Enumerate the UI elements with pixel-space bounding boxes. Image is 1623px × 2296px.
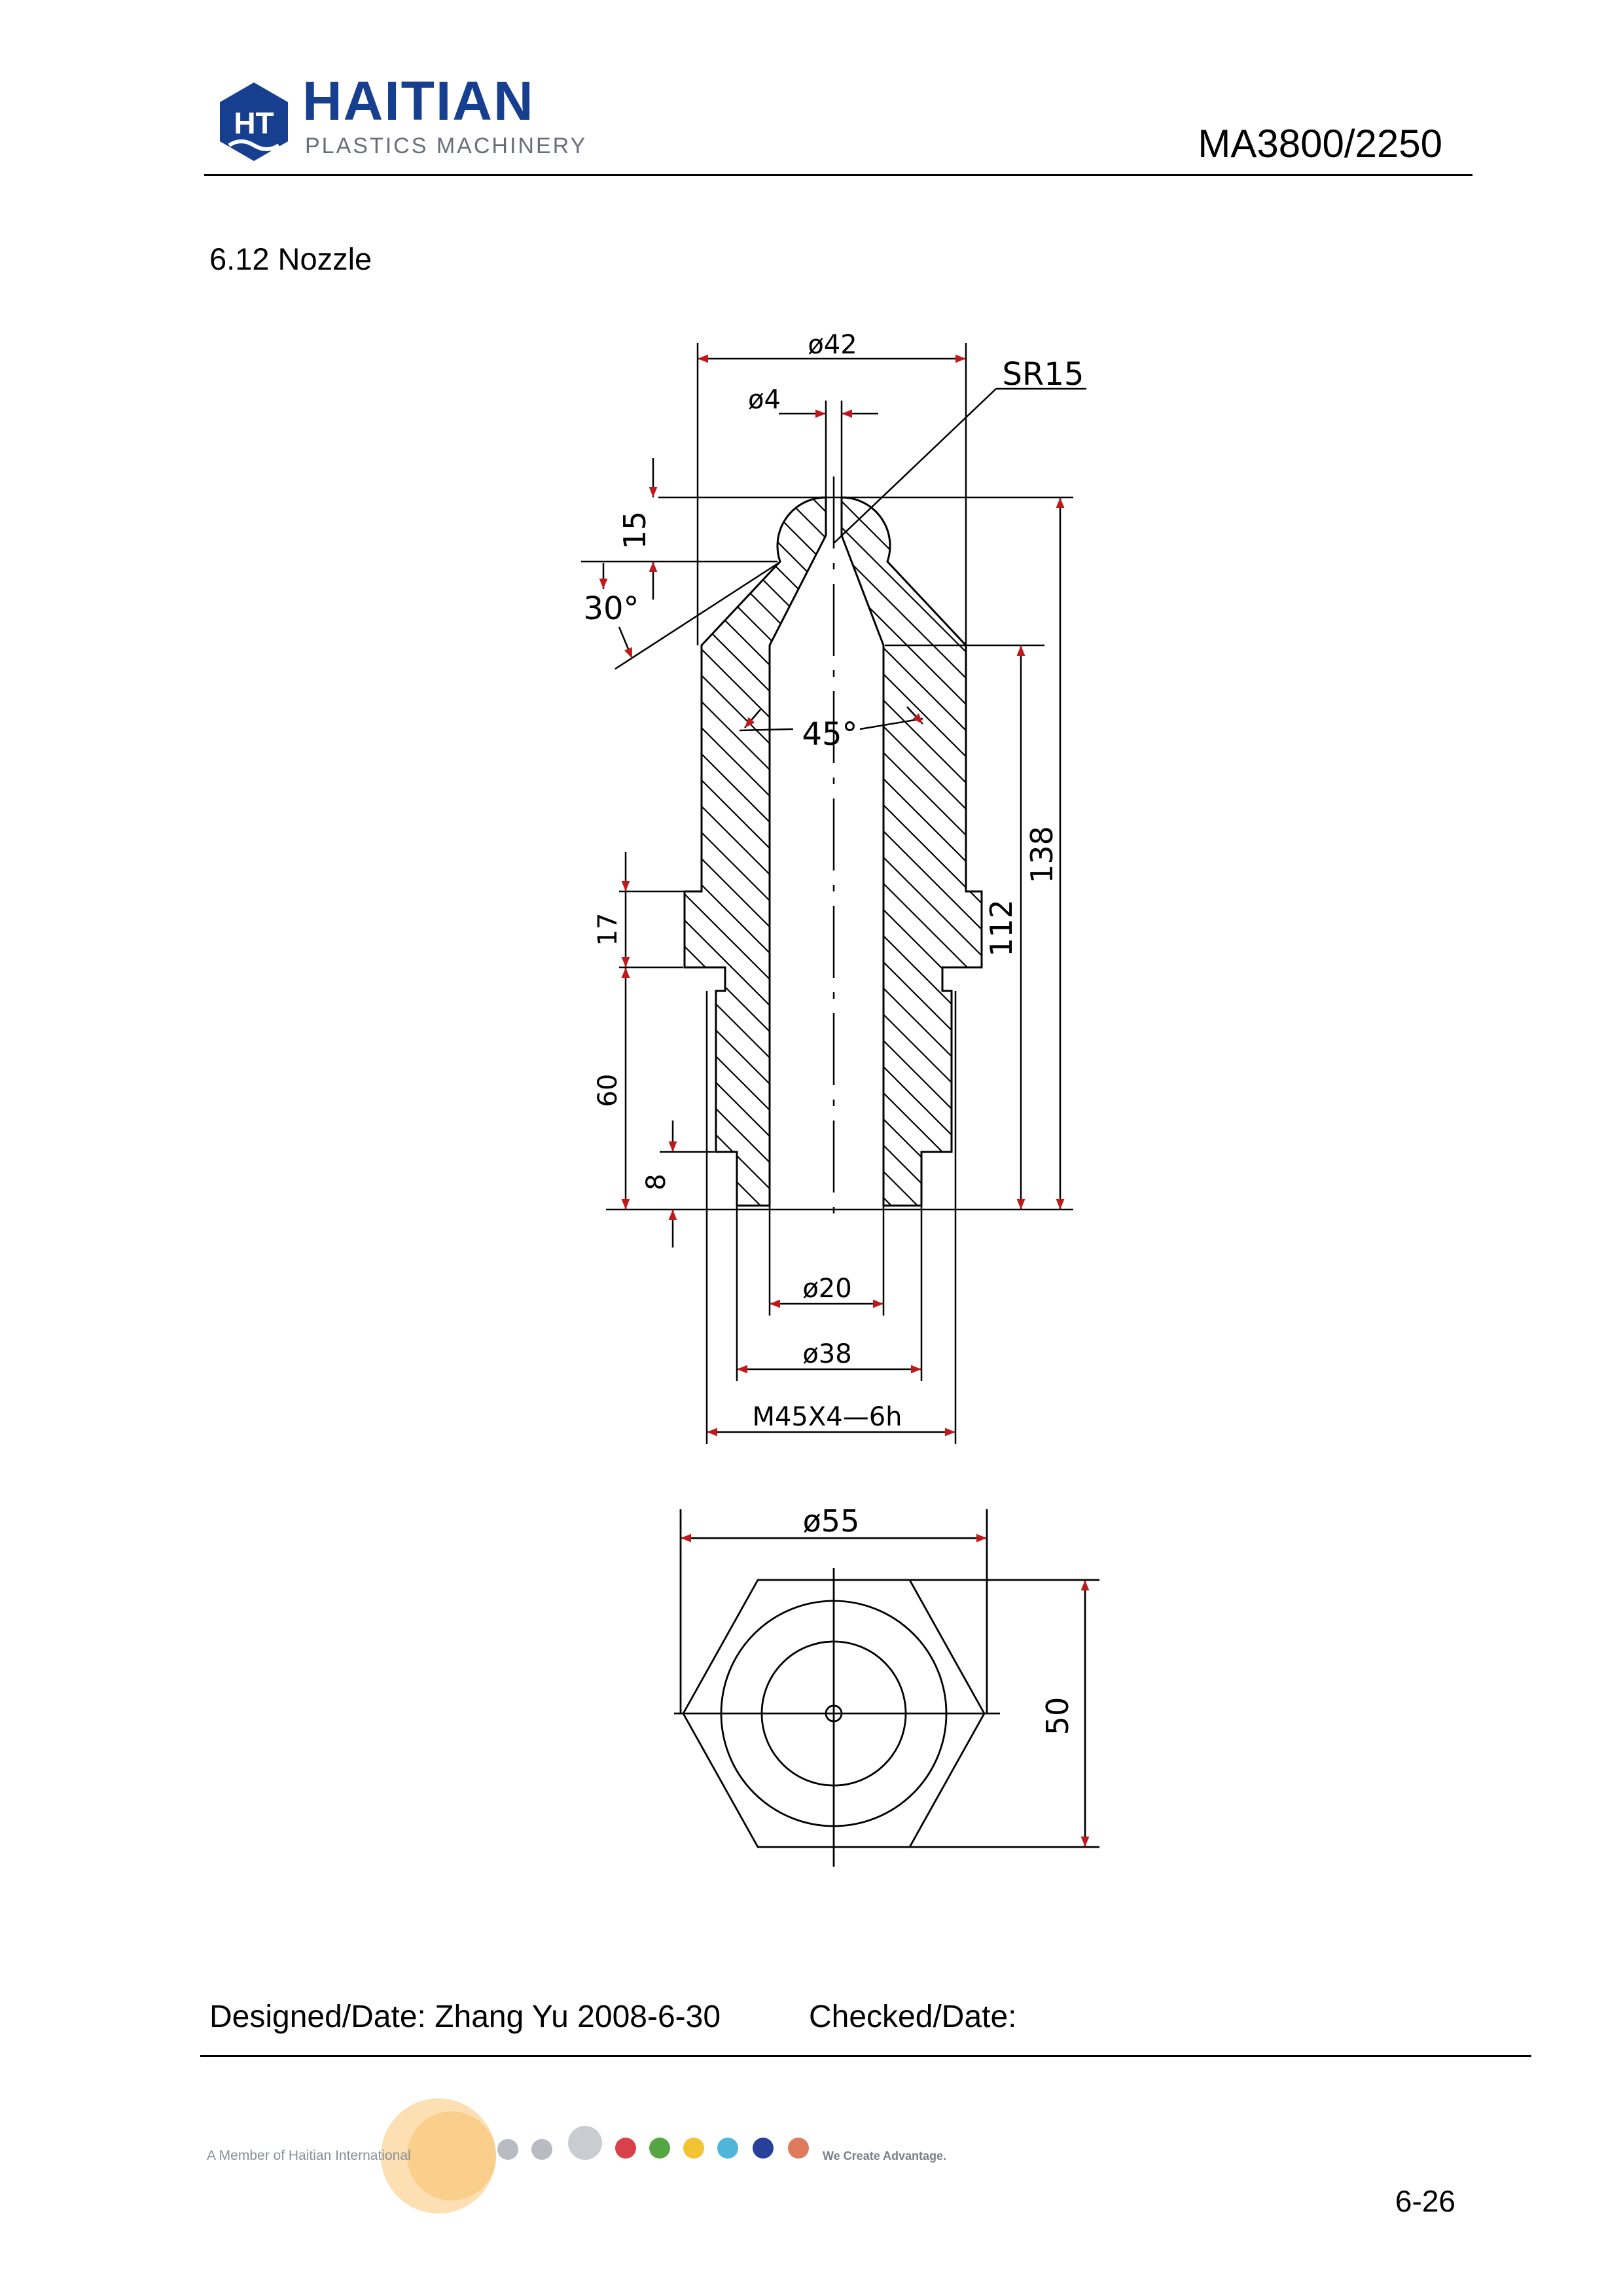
dim-line-45-left	[744, 709, 761, 728]
dim-15: 15	[617, 511, 652, 550]
dim-dia20: ø20	[802, 1274, 851, 1304]
haitian-logo-icon: HT	[215, 80, 293, 167]
dim-line-30-b	[618, 626, 633, 659]
dim-dia38: ø38	[802, 1339, 851, 1369]
footer-rule	[200, 2055, 1531, 2057]
dim-dia55: ø55	[803, 1503, 860, 1539]
document-code: MA3800/2250	[1198, 122, 1442, 166]
dim-8: 8	[641, 1174, 671, 1190]
brand-subtitle: PLASTICS MACHINERY	[305, 134, 588, 158]
header-rule	[204, 174, 1472, 176]
dim-ang45: 45°	[802, 716, 857, 753]
dim-112: 112	[984, 899, 1019, 957]
dim-thread: M45X4—6h	[752, 1402, 902, 1432]
checked-by: Checked/Date:	[809, 2000, 1017, 2034]
dim-dia4: ø4	[748, 385, 781, 415]
dim-60: 60	[593, 1074, 623, 1107]
member-text: A Member of Haitian International	[207, 2148, 411, 2163]
brand-name: HAITIAN	[302, 70, 535, 132]
section-title: 6.12 Nozzle	[209, 242, 372, 276]
dim-ang30: 30°	[583, 590, 639, 627]
dim-dia42: ø42	[808, 330, 857, 360]
nozzle-left-wall	[683, 496, 827, 1207]
slogan-text: We Create Advantage.	[823, 2149, 947, 2162]
page-number: 6-26	[1395, 2184, 1455, 2218]
dim-17: 17	[593, 913, 623, 946]
dim-50: 50	[1040, 1697, 1075, 1736]
dim-sr15: SR15	[1003, 356, 1084, 393]
designed-by: Designed/Date: Zhang Yu 2008-6-30	[209, 2000, 721, 2034]
logo-badge-text: HT	[234, 106, 274, 140]
hex-end-view	[674, 1509, 1099, 1867]
footer-decoration	[381, 2098, 809, 2214]
dim-138: 138	[1024, 826, 1060, 884]
dim-line-45-right	[906, 706, 923, 725]
nozzle-right-wall	[840, 496, 983, 1207]
nozzle-section	[683, 496, 983, 1207]
